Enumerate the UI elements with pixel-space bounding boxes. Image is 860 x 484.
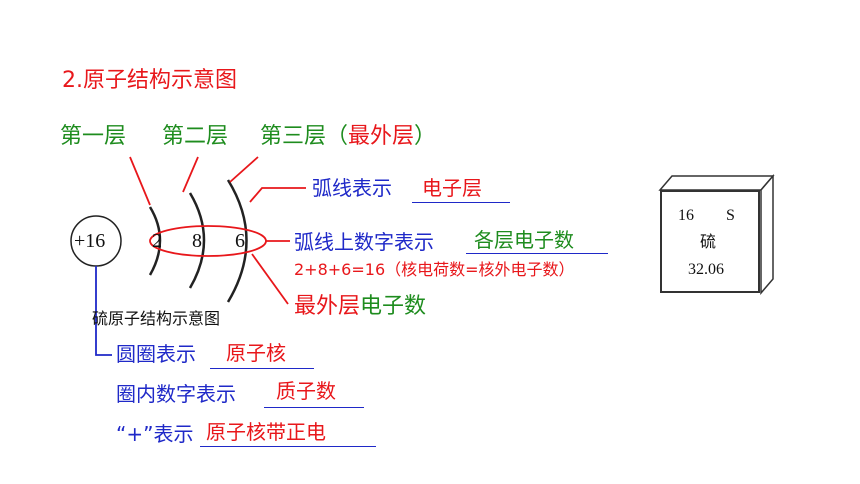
label-third-layer-text: 第三层（ [260,124,349,149]
arc-number-underline [466,253,608,254]
shell-numbers-ellipse [149,225,267,257]
element-atomic-number: 16 [678,207,694,224]
shell-number-2: 8 [192,230,202,252]
inner-number-answer: 质子数 [276,379,336,403]
leader-first-layer [129,156,151,206]
shell-arc-3 [226,179,248,303]
card-side-face [760,173,774,296]
label-third-layer: 第三层（最外层） [260,126,436,148]
arc-number-answer: 各层电子数 [474,228,574,252]
element-mass: 32.06 [688,261,724,278]
atom-caption: 硫原子结构示意图 [92,309,221,328]
label-second-layer: 第二层 [162,124,229,149]
arc-number-prefix: 弧线上数字表示 [294,230,434,254]
circle-meaning-answer: 原子核 [226,341,286,365]
leader-nucleus [95,266,112,356]
outer-electrons-green: 电子数 [360,294,427,319]
inner-number-prefix: 圈内数字表示 [116,382,236,406]
outer-electrons-red: 最外层 [294,294,361,319]
plus-meaning-answer: 原子核带正电 [206,420,326,444]
label-close-paren: ） [414,124,437,149]
arc-meaning-underline [412,202,510,203]
element-card: 16 S 硫 32.06 [660,190,760,293]
outer-electrons-label: 最外层电子数 [294,296,426,318]
section-title: 2.原子结构示意图 [62,68,237,93]
arc-meaning-answer: 电子层 [422,176,482,200]
label-outermost-layer: 最外层 [348,124,415,149]
plus-meaning-prefix: “+”表示 [116,422,194,446]
inner-number-underline [264,407,364,408]
card-top-face [658,175,775,191]
circle-meaning-underline [210,368,314,369]
leader-arc-meaning [249,187,306,203]
shell-number-3: 6 [235,230,245,252]
leader-third-layer [229,156,259,183]
shell-arc-1 [148,206,162,276]
sum-formula: 2+8+6=16（核电荷数=核外电子数） [294,260,575,279]
shell-number-1: 2 [152,230,162,252]
leader-outermost [251,253,289,305]
element-symbol: S [726,207,735,224]
circle-meaning-prefix: 圆圈表示 [116,342,196,366]
element-name: 硫 [700,232,717,251]
leader-second-layer [182,156,199,193]
plus-meaning-underline [200,446,376,447]
shell-arc-2 [188,192,206,289]
arc-meaning-prefix: 弧线表示 [312,176,392,200]
label-first-layer: 第一层 [60,124,127,149]
nucleus-label: +16 [74,230,106,252]
